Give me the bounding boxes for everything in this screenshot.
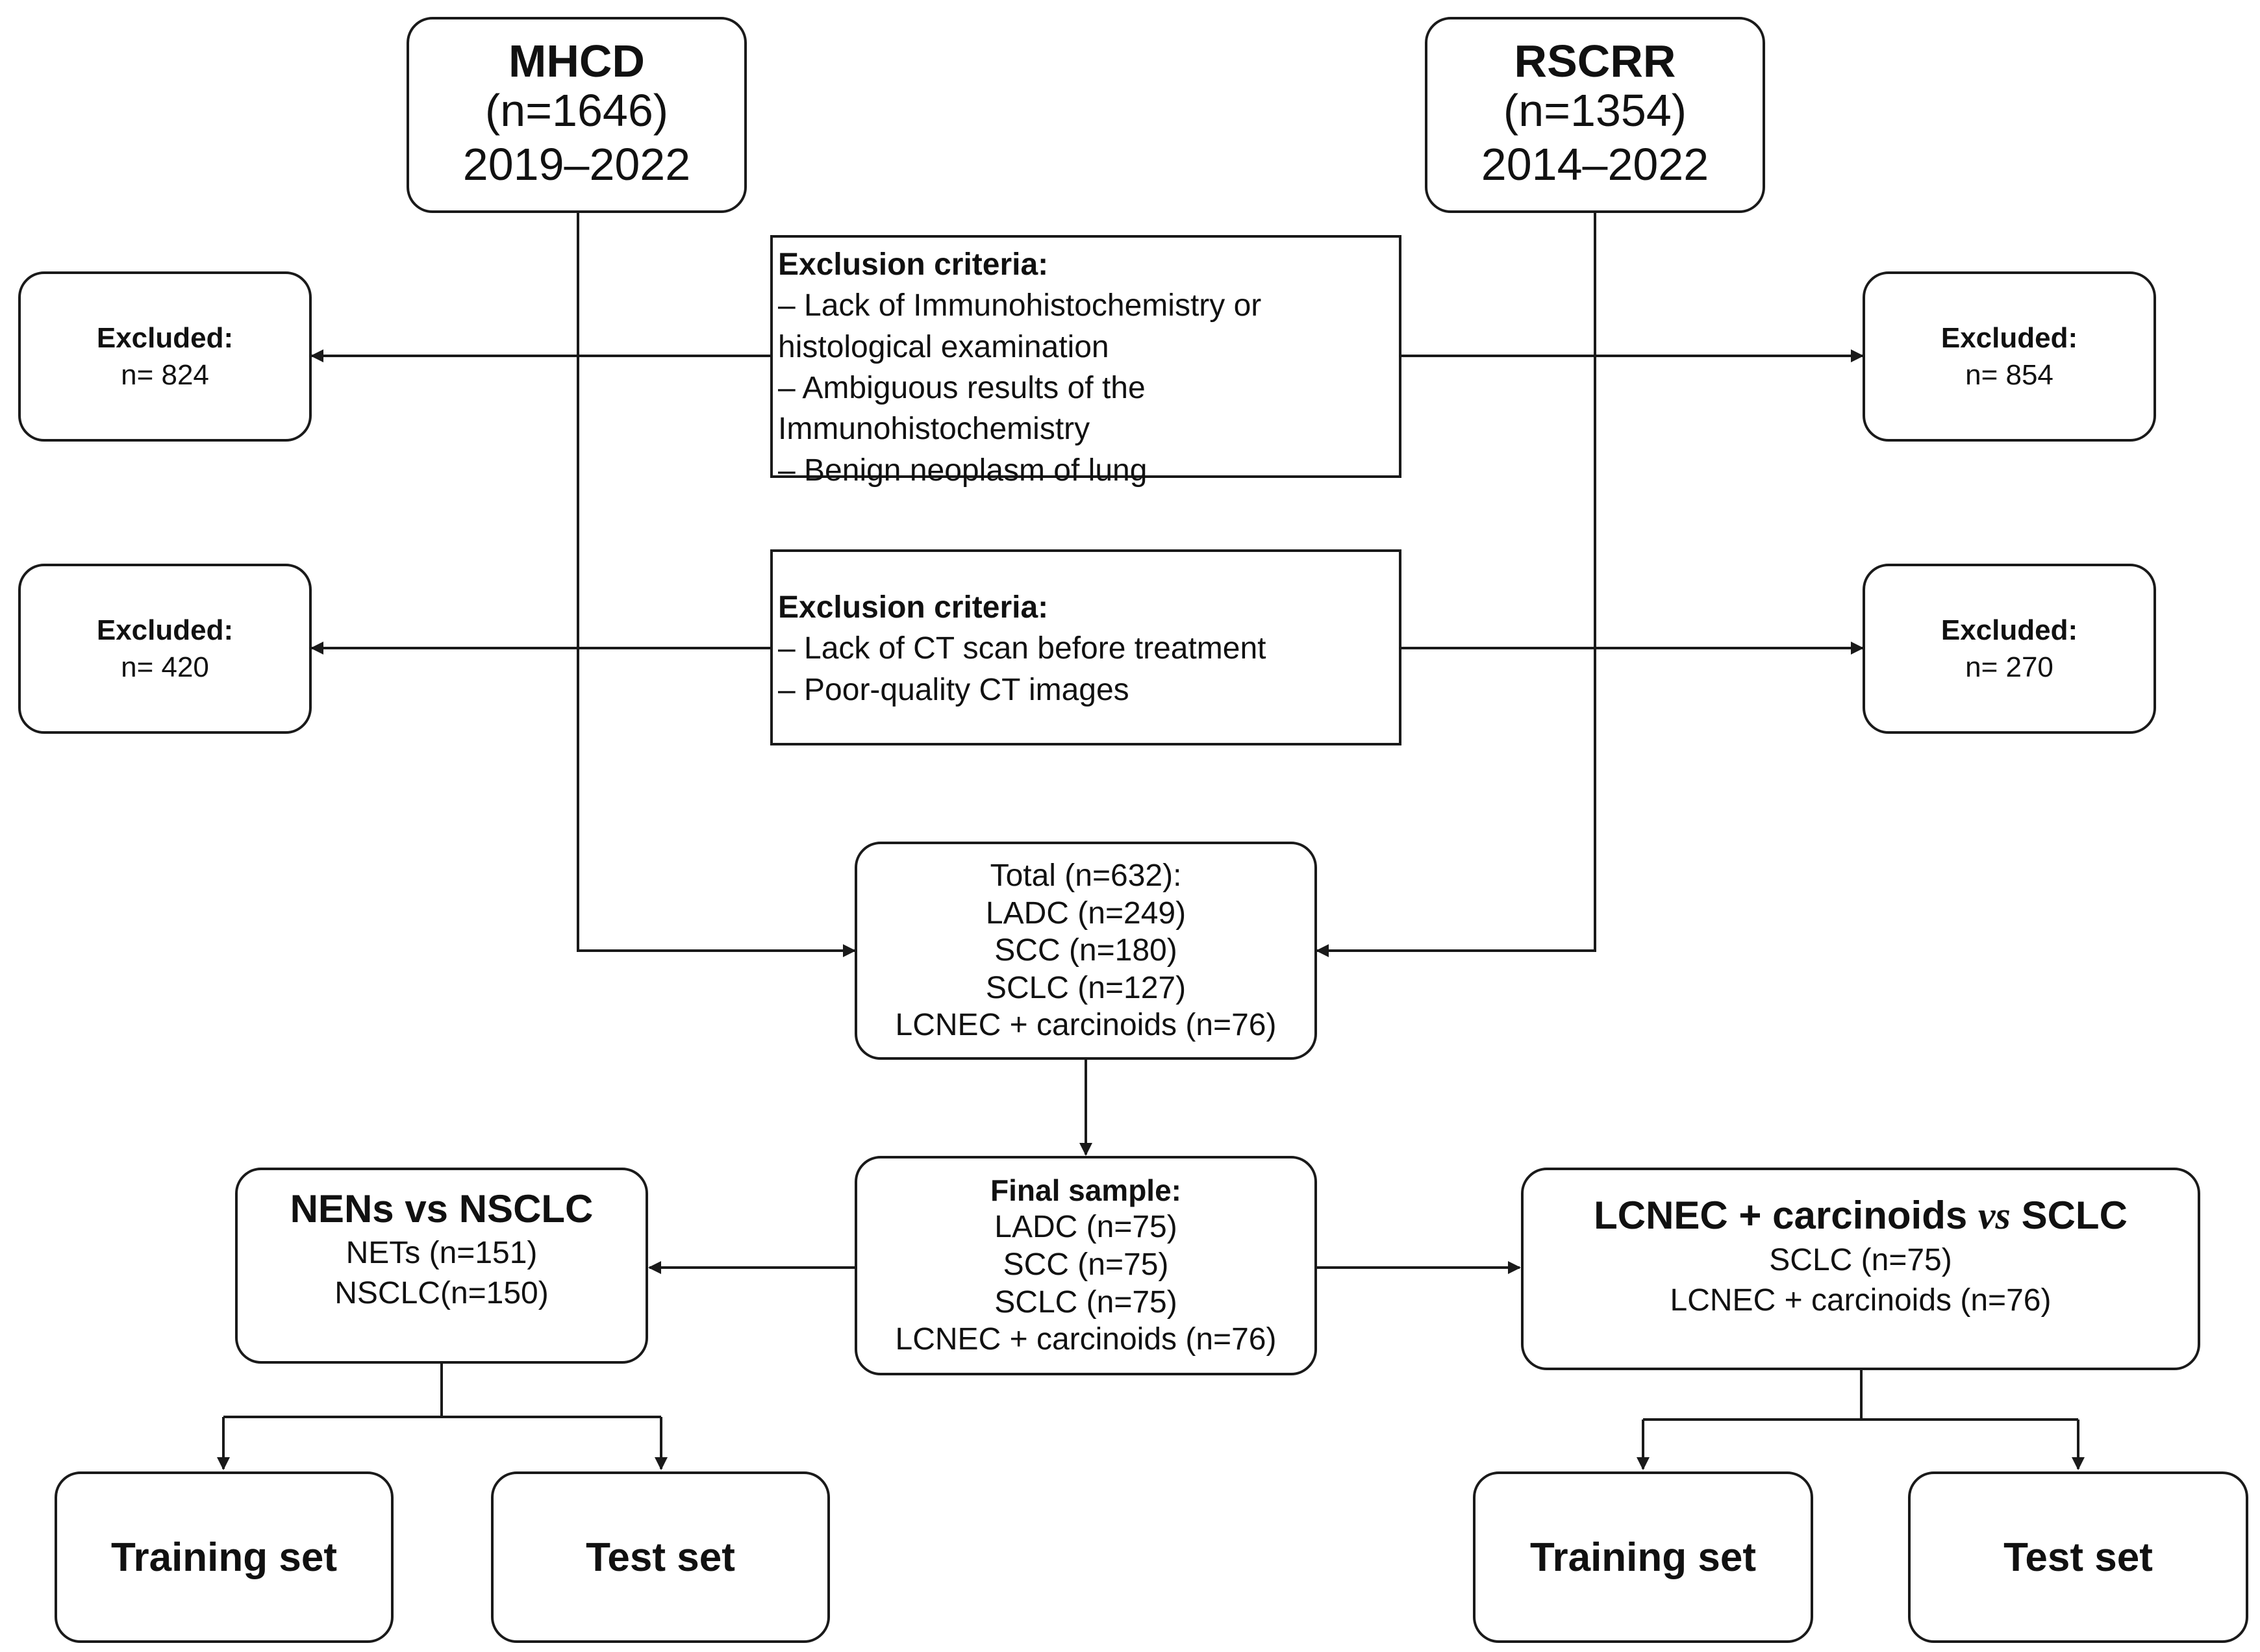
excluded-count: n= 270 [1965, 651, 2053, 683]
test-set-label: Test set [586, 1534, 735, 1580]
criteria-title: Exclusion criteria: [778, 590, 1049, 625]
left-group-split-lines [223, 1364, 661, 1418]
source-years: 2019–2022 [462, 139, 691, 190]
left-trunk-line [577, 213, 856, 957]
criteria-line: Immunohistochemistry [778, 412, 1090, 447]
right-trunk-line [1316, 213, 1596, 957]
training-set-label: Training set [111, 1534, 337, 1580]
group-title: NENs vs NSCLC [290, 1187, 594, 1231]
excluded-count: n= 420 [121, 651, 209, 683]
total-line: LADC (n=249) [985, 895, 1186, 931]
excluded-box-left-2: Excluded: n= 420 [18, 564, 312, 734]
excluded-box-left-1: Excluded: n= 824 [18, 271, 312, 442]
criteria-line: histological examination [778, 329, 1109, 364]
source-name: MHCD [509, 36, 645, 87]
source-box-mhcd: MHCD (n=1646) 2019–2022 [407, 17, 747, 213]
group-line: LCNEC + carcinoids (n=76) [1670, 1283, 2052, 1318]
total-line: SCLC (n=127) [985, 970, 1186, 1005]
excluded-label: Excluded: [96, 614, 234, 646]
training-set-label: Training set [1530, 1534, 1756, 1580]
final-line: LCNEC + carcinoids (n=76) [895, 1322, 1277, 1357]
test-set-box-right: Test set [1908, 1471, 2248, 1643]
excluded-label: Excluded: [1940, 321, 2078, 354]
criteria-line: – Lack of CT scan before treatment [778, 631, 1266, 666]
excluded-label: Excluded: [96, 321, 234, 354]
criteria-line: – Lack of Immunohistochemistry or [778, 288, 1262, 323]
final-line: SCC (n=75) [1003, 1247, 1169, 1282]
total-line: LCNEC + carcinoids (n=76) [895, 1008, 1277, 1043]
criteria-title: Exclusion criteria: [778, 247, 1049, 282]
source-name: RSCRR [1514, 36, 1676, 87]
excluded-count: n= 854 [1965, 359, 2053, 391]
excluded-count: n= 824 [121, 359, 209, 391]
group-line: NSCLC(n=150) [334, 1276, 549, 1311]
final-line: SCLC (n=75) [994, 1284, 1177, 1320]
group-line: NETs (n=151) [345, 1236, 538, 1270]
group-title-part-a: LCNEC + carcinoids [1594, 1194, 1978, 1237]
group-title: LCNEC + carcinoids vs SCLC [1594, 1191, 2128, 1240]
total-line: SCC (n=180) [994, 933, 1177, 968]
total-line: Total (n=632): [990, 858, 1182, 894]
final-line: LADC (n=75) [994, 1210, 1177, 1245]
source-box-rscrr: RSCRR (n=1354) 2014–2022 [1425, 17, 1765, 213]
right-group-split-lines [1643, 1370, 2078, 1421]
exclusion-criteria-box-1: Exclusion criteria: – Lack of Immunohist… [770, 235, 1401, 488]
final-sample-box: Final sample: LADC (n=75) SCC (n=75) SCL… [855, 1156, 1317, 1375]
group-line: SCLC (n=75) [1769, 1243, 1952, 1277]
criteria-line: – Poor-quality CT images [778, 672, 1129, 707]
criteria-line: – Benign neoplasm of lung [778, 453, 1148, 488]
excluded-box-right-1: Excluded: n= 854 [1863, 271, 2156, 442]
total-box: Total (n=632): LADC (n=249) SCC (n=180) … [855, 842, 1317, 1060]
group-title-vs: vs [1978, 1194, 2011, 1237]
exclusion-criteria-box-2: Exclusion criteria: – Lack of CT scan be… [770, 549, 1401, 745]
training-set-box-right: Training set [1473, 1471, 1813, 1643]
group-box-lcnec-vs-sclc: LCNEC + carcinoids vs SCLC SCLC (n=75) L… [1521, 1168, 2200, 1370]
test-set-box-left: Test set [491, 1471, 830, 1643]
source-years: 2014–2022 [1481, 139, 1709, 190]
source-count: (n=1646) [484, 85, 669, 136]
group-box-nens-vs-nsclc: NENs vs NSCLC NETs (n=151) NSCLC(n=150) [235, 1168, 648, 1364]
criteria-line: – Ambiguous results of the [778, 371, 1146, 406]
final-title: Final sample: [990, 1173, 1181, 1208]
training-set-box-left: Training set [55, 1471, 394, 1643]
excluded-box-right-2: Excluded: n= 270 [1863, 564, 2156, 734]
source-count: (n=1354) [1503, 85, 1687, 136]
excluded-label: Excluded: [1940, 614, 2078, 646]
group-title-part-b: SCLC [2010, 1194, 2128, 1237]
test-set-label: Test set [2003, 1534, 2153, 1580]
